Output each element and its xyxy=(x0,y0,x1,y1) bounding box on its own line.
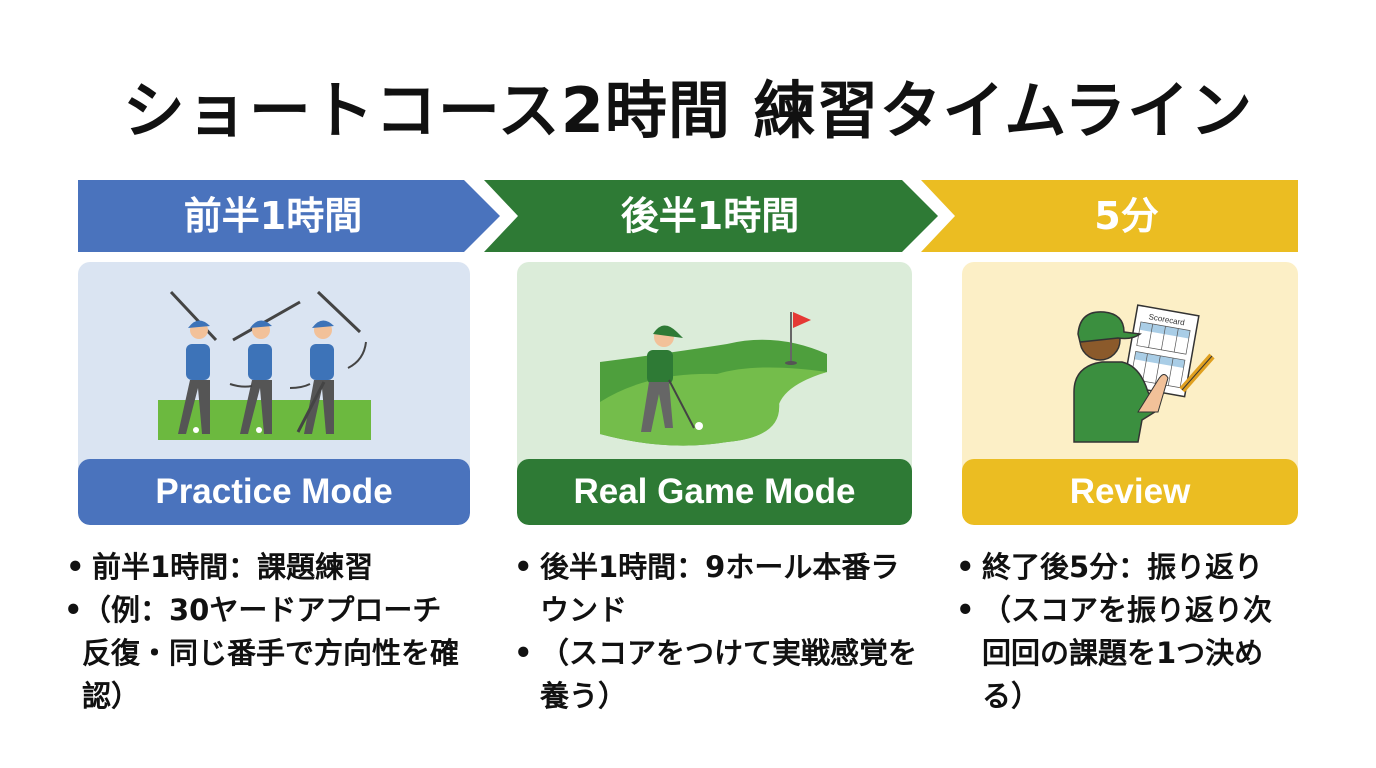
timeline-band-review: 5分 xyxy=(921,180,1298,252)
bullet-list-practice: 前半1時間：課題練習 （例：30ヤードアプローチ反復・同じ番手で方向性を確認） xyxy=(60,546,460,718)
band-label: 5分 xyxy=(1094,194,1159,238)
mode-label-review: Review xyxy=(962,459,1298,525)
bullet-list-real-game: 後半1時間：9ホール本番ラウンド （スコアをつけて実戦感覚を養う） xyxy=(508,546,918,718)
bullet-list-review: 終了後5分：振り返り （スコアを振り返り次回回の課題を1つ決める） xyxy=(950,546,1295,718)
arrow-shape-green xyxy=(484,180,938,252)
card-review: Scorecard Review xyxy=(962,262,1298,525)
arrow-shape-yellow xyxy=(921,180,1298,252)
timeline-band-second-half: 後半1時間 xyxy=(484,180,940,252)
golfer-swing-sequence-icon xyxy=(158,290,371,440)
bullet-item: 前半1時間：課題練習 xyxy=(60,546,460,589)
golfer-reviewing-scorecard-icon: Scorecard xyxy=(1073,304,1215,443)
card-real-game: Real Game Mode xyxy=(517,262,912,525)
golfer-on-green-with-flag-icon xyxy=(600,312,827,446)
band-label: 前半1時間 xyxy=(183,194,363,238)
bullet-item: （スコアを振り返り次回回の課題を1つ決める） xyxy=(950,589,1295,718)
timeline-band-first-half: 前半1時間 xyxy=(78,180,502,252)
bullet-item: 終了後5分：振り返り xyxy=(950,546,1295,589)
mode-label-real-game: Real Game Mode xyxy=(517,459,912,525)
band-label: 後半1時間 xyxy=(620,194,800,238)
bullet-item: 後半1時間：9ホール本番ラウンド xyxy=(508,546,918,632)
bullet-item: （例：30ヤードアプローチ反復・同じ番手で方向性を確認） xyxy=(58,589,460,718)
bullet-item: （スコアをつけて実戦感覚を養う） xyxy=(508,632,918,718)
page-title: ショートコース2時間 練習タイムライン xyxy=(122,74,1254,147)
card-practice: Practice Mode xyxy=(78,262,470,525)
mode-label-practice: Practice Mode xyxy=(78,459,470,525)
arrow-shape-blue xyxy=(78,180,500,252)
